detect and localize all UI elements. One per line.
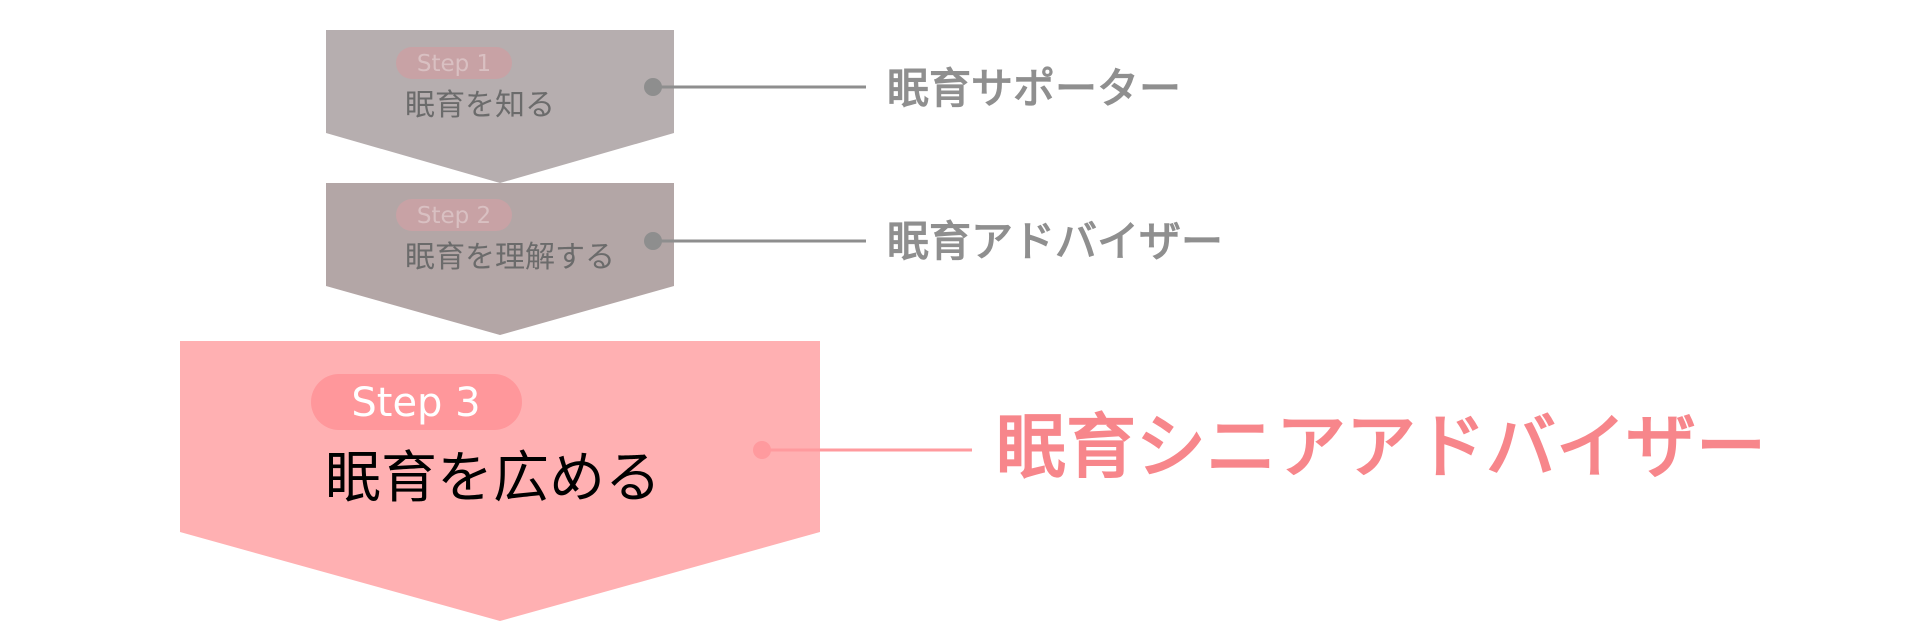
step-1: Step 1 眠育を知る 眠育サポーター	[326, 30, 1181, 183]
step-3: Step 3 眠育を広める 眠育シニアアドバイザー	[180, 341, 1766, 621]
step-2-badge	[396, 199, 512, 231]
step-3-badge-text: Step 3	[351, 380, 480, 426]
step-3-title: 眠育シニアアドバイザー	[996, 406, 1766, 488]
step-2-label: 眠育を理解する	[405, 240, 615, 275]
step-1-label: 眠育を知る	[405, 88, 555, 123]
step-2: Step 2 眠育を理解する 眠育アドバイザー	[326, 183, 1223, 335]
step-1-badge-text: Step 1	[417, 51, 491, 77]
step-2-title: 眠育アドバイザー	[887, 217, 1223, 266]
step-3-label: 眠育を広める	[325, 446, 661, 511]
step-1-title: 眠育サポーター	[887, 64, 1181, 113]
step-1-badge	[396, 47, 512, 79]
step-2-badge-text: Step 2	[417, 203, 491, 229]
step-3-badge	[311, 374, 522, 430]
